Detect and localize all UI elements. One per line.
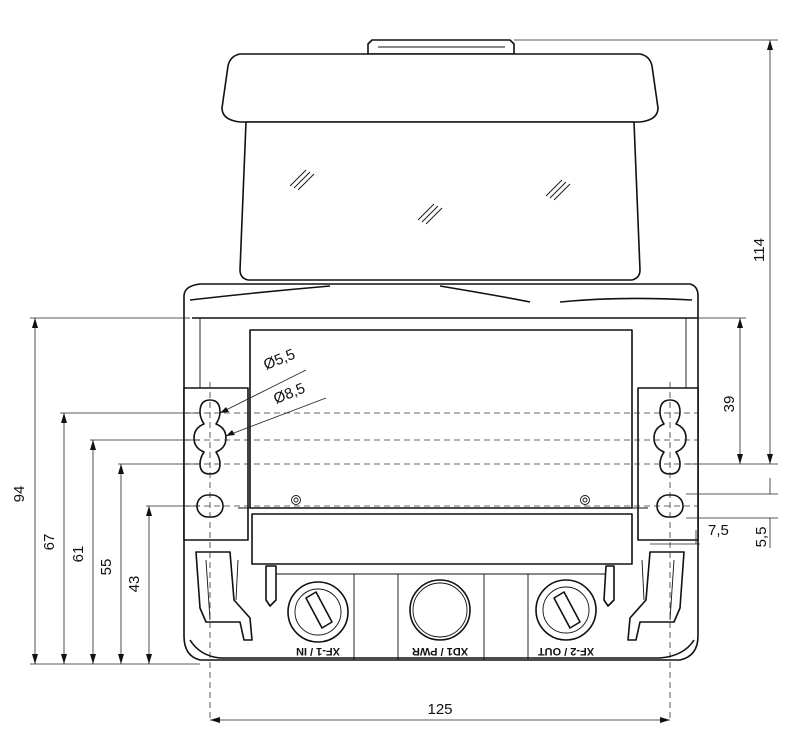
dim-label-7-5: 7,5	[708, 522, 729, 539]
dim-label-125: 125	[427, 701, 452, 718]
dim-label-94: 94	[11, 486, 28, 503]
connector-xf1	[287, 581, 349, 643]
dim-label-67: 67	[41, 534, 58, 551]
dim-label-55: 55	[98, 559, 115, 576]
connector-label-xf1: XF-1 / IN	[296, 645, 340, 657]
dimension-lines	[30, 39, 778, 723]
connector-label-xf2: XF-2 / OUT	[538, 645, 595, 657]
dim-label-5-5: 5,5	[753, 527, 770, 548]
dim-label-39: 39	[721, 396, 738, 413]
top-cap	[221, 39, 659, 123]
dim-label-114: 114	[751, 238, 768, 262]
connector-label-xd1: XD1 / PWR	[412, 645, 468, 657]
mounting-clips	[189, 551, 695, 659]
connectors: XF-1 / IN XD1 / PWR XF-2 / OUT	[276, 573, 606, 660]
dim-label-43: 43	[126, 576, 143, 593]
connector-xd1	[409, 579, 471, 641]
connector-xf2	[535, 579, 597, 641]
optical-window	[239, 121, 641, 281]
dim-label-61: 61	[70, 546, 87, 563]
center-lines	[184, 382, 698, 720]
